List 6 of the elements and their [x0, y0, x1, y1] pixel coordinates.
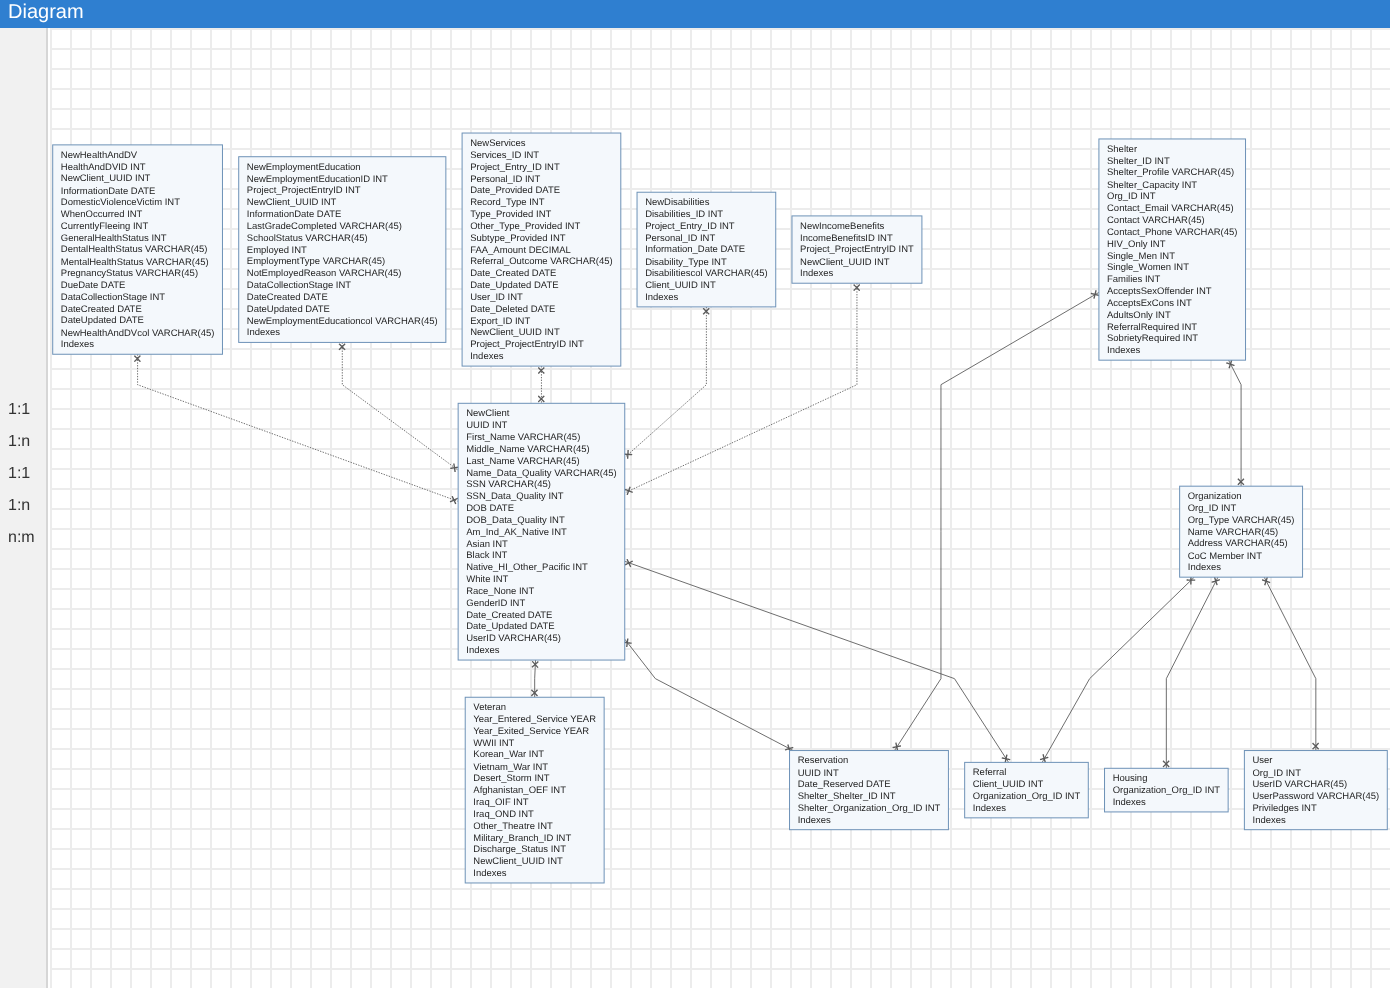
title-bar: Diagram [0, 0, 1390, 28]
cardinality-label: 1:n [8, 432, 31, 450]
cardinality-label: 1:n [8, 496, 31, 514]
cardinality-label: n:m [8, 528, 35, 546]
cardinality-label: 1:1 [8, 400, 31, 418]
cardinality-label: 1:1 [8, 464, 31, 482]
